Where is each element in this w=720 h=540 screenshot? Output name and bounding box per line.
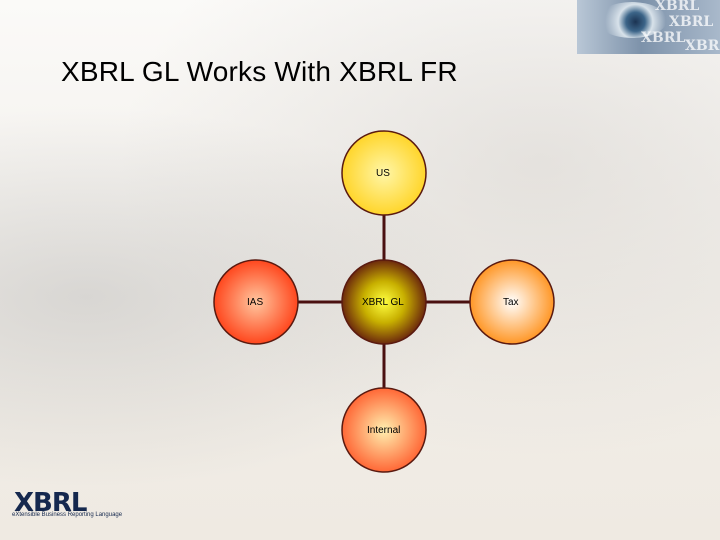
node-internal-label: Internal: [367, 425, 401, 436]
corner-word: XBRL: [669, 14, 714, 30]
logo-tagline: eXtensible Business Reporting Language: [12, 512, 123, 518]
node-ias: [213, 259, 299, 345]
node-ias-label: IAS: [247, 297, 264, 308]
slide-title: XBRL GL Works With XBRL FR: [61, 56, 458, 87]
node-center: [341, 259, 427, 345]
node-internal: [341, 387, 427, 473]
node-us-label: US: [376, 168, 390, 179]
corner-image: XBRL XBRL XBRL XBRL: [577, 0, 720, 54]
corner-word: XBRL: [685, 38, 720, 54]
eye-image: [597, 2, 667, 38]
node-us: [341, 130, 427, 216]
xbrl-logo: XBRL eXtensible Business Reporting Langu…: [12, 488, 122, 532]
corner-word: XBRL: [655, 0, 700, 14]
node-tax-label: Tax: [503, 297, 519, 308]
logo-wordmark: XBRL: [14, 488, 87, 518]
node-tax: [469, 259, 555, 345]
node-center-label: XBRL GL: [362, 297, 404, 308]
corner-word: XBRL: [641, 30, 686, 46]
